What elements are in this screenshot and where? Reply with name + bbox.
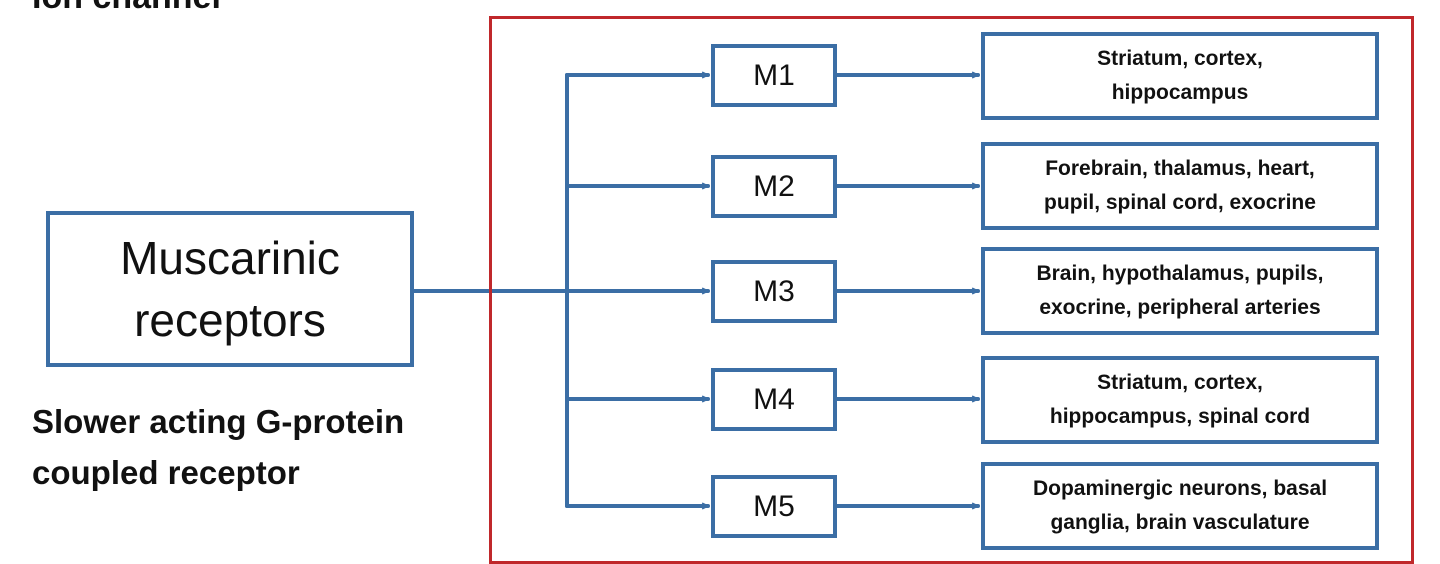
m4-location-line-2: hippocampus, spinal cord [1049,405,1311,428]
m1-box: M1 [711,44,837,107]
m2-box: M2 [711,155,837,218]
m5-location-line-2: ganglia, brain vasculature [1050,511,1310,534]
main-box-line-2: receptors [134,294,326,346]
main-box-line-1: Muscarinic [120,231,340,284]
m2-location-box: Forebrain, thalamus, heart, pupil, spina… [981,142,1379,230]
m4-box: M4 [711,368,837,431]
m4-location-box: Striatum, cortex, hippocampus, spinal co… [981,356,1379,444]
m1-location-line-2: hippocampus [1111,81,1249,104]
m1-location-box: Striatum, cortex, hippocampus [981,32,1379,120]
m5-location-box: Dopaminergic neurons, basal ganglia, bra… [981,462,1379,550]
m5-box: M5 [711,475,837,538]
m2-location-line-2: pupil, spinal cord, exocrine [1044,191,1316,214]
m3-location-line-2: exocrine, peripheral arteries [1039,296,1321,319]
m2-location-line-1: Forebrain, thalamus, heart, [1045,157,1315,181]
m3-location-line-1: Brain, hypothalamus, pupils, [1036,262,1324,286]
m3-box: M3 [711,260,837,323]
caption-line-2: coupled receptor [32,454,300,492]
muscarinic-receptors-box: Muscarinic receptors [46,211,414,367]
cut-off-heading: Ion channel [32,0,221,17]
m1-location-line-1: Striatum, cortex, [1097,47,1263,71]
m3-location-box: Brain, hypothalamus, pupils, exocrine, p… [981,247,1379,335]
receptor-caption: Slower acting G-protein coupled receptor [32,396,404,498]
caption-line-1: Slower acting G-protein [32,403,405,440]
m5-location-line-1: Dopaminergic neurons, basal [1032,477,1328,501]
m4-location-line-1: Striatum, cortex, [1097,371,1263,395]
